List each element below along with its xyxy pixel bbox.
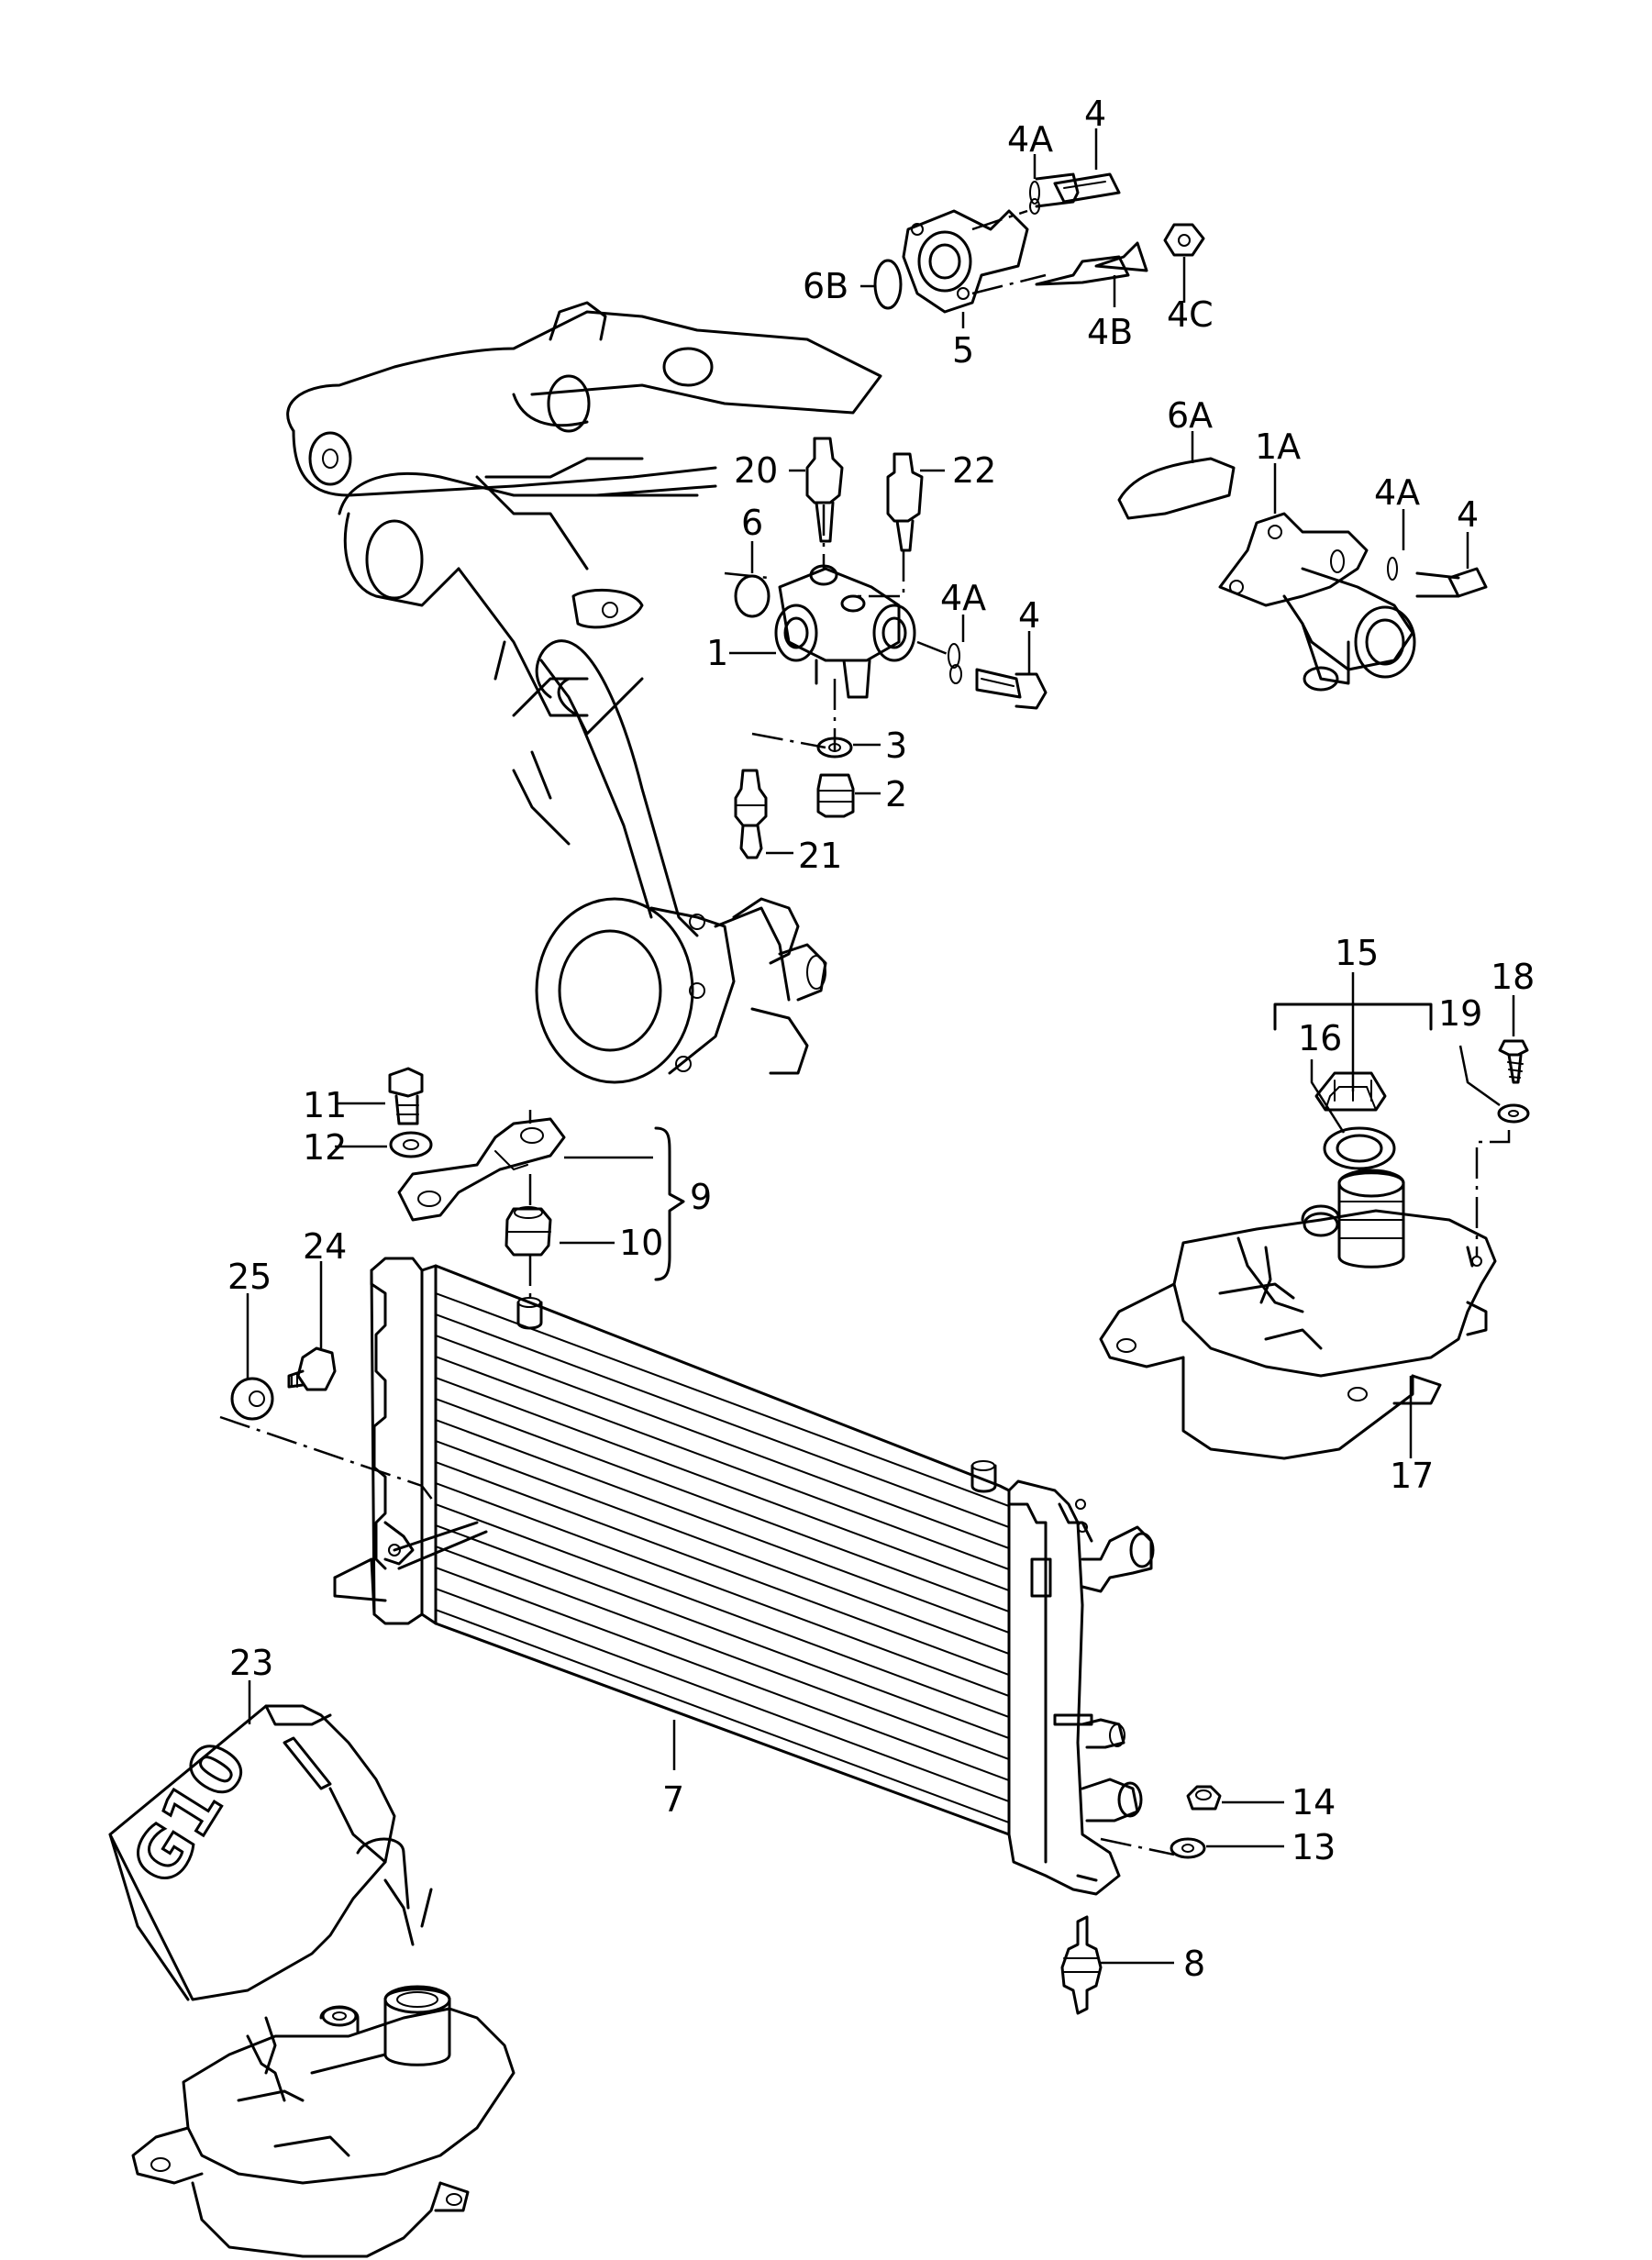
- callout-11: 11: [303, 1085, 347, 1125]
- callout-4C: 4C: [1167, 294, 1214, 335]
- callout-9: 9: [690, 1177, 712, 1217]
- callout-17: 17: [1390, 1456, 1434, 1496]
- callout-6B: 6B: [803, 266, 848, 306]
- callout-6A: 6A: [1167, 395, 1213, 436]
- callout-6: 6: [741, 503, 763, 543]
- radiator-tube: [435, 1313, 1010, 1528]
- callout-21: 21: [798, 836, 842, 876]
- radiator-group: [219, 1257, 1284, 2015]
- radiator-tube: [435, 1503, 1010, 1718]
- radiator-tube: [435, 1461, 1010, 1676]
- radiator-tube: [435, 1335, 1010, 1549]
- radiator-tube: [435, 1419, 1010, 1634]
- callout-8: 8: [1183, 1944, 1205, 1984]
- callout-4-mid: 4: [1018, 595, 1040, 636]
- callout-4A-mid: 4A: [940, 578, 986, 618]
- expansion-tank-group: [1099, 972, 1530, 1460]
- callout-19: 19: [1438, 993, 1482, 1034]
- radiator-mount-bracket-group: [335, 1067, 685, 1302]
- callout-4B: 4B: [1087, 312, 1133, 352]
- callout-4-right: 4: [1457, 494, 1479, 535]
- callout-labels: 4A 4 6B 5 4B 4C 6A 1A 4A 4 20 22 6 4A 4 …: [227, 94, 1535, 1984]
- radiator-tube: [435, 1588, 1010, 1802]
- radiator-tube: [435, 1482, 1010, 1697]
- canister-label: G10: [116, 1729, 263, 1898]
- callout-16: 16: [1298, 1018, 1342, 1058]
- callout-24: 24: [303, 1226, 347, 1267]
- callout-4A-top: 4A: [1007, 119, 1053, 160]
- callout-18: 18: [1491, 957, 1535, 997]
- callout-5: 5: [952, 330, 974, 371]
- gasket-6A: [1117, 457, 1236, 520]
- radiator-tube: [435, 1524, 1010, 1739]
- callout-3: 3: [885, 726, 907, 766]
- callout-7: 7: [662, 1779, 684, 1820]
- callout-20: 20: [734, 450, 778, 491]
- callout-1: 1: [706, 633, 728, 673]
- engine-block: [286, 301, 882, 1084]
- callout-12: 12: [303, 1127, 347, 1168]
- callout-13: 13: [1292, 1827, 1336, 1867]
- radiator-tube: [435, 1567, 1010, 1781]
- callout-14: 14: [1292, 1782, 1336, 1822]
- callout-25: 25: [227, 1257, 272, 1297]
- callout-10: 10: [619, 1223, 663, 1263]
- radiator-tube: [435, 1377, 1010, 1591]
- radiator-fins: [435, 1292, 1010, 1823]
- callout-4A-right: 4A: [1374, 472, 1420, 513]
- radiator-tube: [435, 1609, 1010, 1823]
- callout-15: 15: [1335, 933, 1379, 973]
- callout-22: 22: [952, 450, 996, 491]
- radiator-tube: [435, 1356, 1010, 1570]
- thermostat-flange-group: [860, 128, 1205, 328]
- radiator-tube: [435, 1398, 1010, 1612]
- antifreeze-canister-group: G10: [108, 1680, 516, 2258]
- callout-4-top: 4: [1084, 94, 1106, 134]
- radiator-tube: [435, 1440, 1010, 1655]
- coolant-flange-1A-group: [1117, 431, 1488, 692]
- callout-2: 2: [885, 774, 907, 814]
- o-ring-6B: [873, 259, 903, 310]
- radiator-tube: [435, 1545, 1010, 1760]
- coolant-temp-housing-group: [724, 437, 1048, 859]
- callout-23: 23: [229, 1643, 273, 1683]
- callout-1A: 1A: [1255, 427, 1301, 467]
